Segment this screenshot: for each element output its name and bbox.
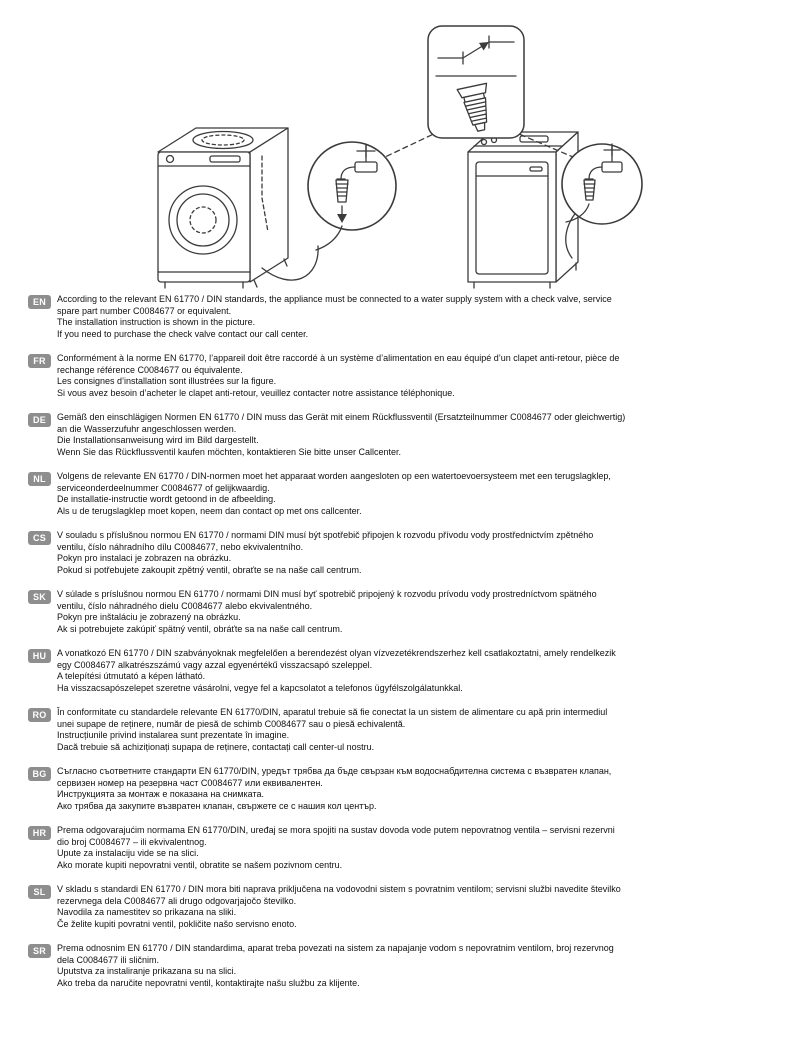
language-section: SR Prema odnosnim EN 61770 / DIN standar… [28, 943, 790, 989]
language-paragraph: Ha visszacsapószelepet szeretne vásároln… [57, 682, 463, 693]
language-paragraph: Инструкцията за монтаж е показана на сни… [57, 789, 264, 799]
language-paragraph: Les consignes d’installation sont illust… [57, 376, 277, 386]
top-load-washer [467, 131, 579, 289]
language-paragraph: an die Wasserzufuhr angeschlossen werden… [57, 423, 237, 434]
language-text: V súlade s príslušnou normou EN 61770 / … [57, 589, 597, 635]
language-section: DE Gemäß den einschlägigen Normen EN 617… [28, 412, 790, 458]
language-paragraph: rezervnega dela C0084677 ali drugo odgov… [57, 895, 297, 906]
language-paragraph: A vonatkozó EN 61770 / DIN szabványoknak… [57, 648, 616, 658]
language-paragraph: Pokyn pro instalaci je zobrazen na obráz… [57, 553, 232, 563]
language-text: A vonatkozó EN 61770 / DIN szabványoknak… [57, 648, 616, 694]
language-text: Gemäß den einschlägigen Normen EN 61770 … [57, 412, 625, 458]
language-badge: FR [28, 353, 51, 368]
language-section: RO În conformitate cu standardele releva… [28, 707, 790, 753]
language-badge: EN [28, 294, 51, 309]
language-paragraph: Съгласно съответните стандарти EN 61770/… [57, 766, 612, 776]
language-paragraph: Instrucțiunile privind instalarea sunt p… [57, 730, 290, 740]
language-paragraph: Si vous avez besoin d’acheter le clapet … [57, 387, 455, 398]
installation-illustration [0, 0, 802, 290]
language-paragraph: egy C0084677 alkatrészszámú vagy azzal e… [57, 659, 373, 670]
language-paragraph: Volgens de relevante EN 61770 / DIN-norm… [57, 471, 611, 481]
language-badge: SR [28, 943, 51, 958]
language-section: EN According to the relevant EN 61770 / … [28, 294, 790, 340]
language-paragraph: ventilu, číslo náhradního dílu C0084677,… [57, 541, 304, 552]
language-badge: RO [28, 707, 51, 722]
language-paragraph: Uputstva za instaliranje prikazana su na… [57, 966, 237, 976]
language-paragraph: According to the relevant EN 61770 / DIN… [57, 294, 612, 304]
language-paragraph: V skladu s standardi EN 61770 / DIN mora… [57, 884, 621, 894]
language-badge: NL [28, 471, 51, 486]
language-paragraph: Ako treba da naručite nepovratni ventil,… [57, 977, 360, 988]
check-valve-symbol [437, 35, 515, 65]
language-section: CS V souladu s příslušnou normou EN 6177… [28, 530, 790, 576]
language-section: HR Prema odgovarajućim normama EN 61770/… [28, 825, 790, 871]
language-paragraph: Wenn Sie das Rückflussventil kaufen möch… [57, 446, 402, 457]
language-section: HU A vonatkozó EN 61770 / DIN szabványok… [28, 648, 790, 694]
language-text: According to the relevant EN 61770 / DIN… [57, 294, 612, 340]
language-paragraph: A telepítési útmutató a képen látható. [57, 671, 206, 681]
language-paragraph: If you need to purchase the check valve … [57, 328, 309, 339]
language-badge: DE [28, 412, 51, 427]
language-paragraph: The installation instruction is shown in… [57, 317, 256, 327]
language-paragraph: Prema odnosnim EN 61770 / DIN standardim… [57, 943, 614, 953]
language-section: NL Volgens de relevante EN 61770 / DIN-n… [28, 471, 790, 517]
check-valve-callout [427, 25, 525, 139]
language-paragraph: Ако трябва да закупите възвратен клапан,… [57, 800, 377, 811]
language-badge: CS [28, 530, 51, 545]
language-paragraph: ventilu, číslo náhradného dielu C0084677… [57, 600, 313, 611]
language-paragraph: Pokyn pre inštaláciu je zobrazený na obr… [57, 612, 241, 622]
language-text: Volgens de relevante EN 61770 / DIN-norm… [57, 471, 611, 517]
language-badge: SK [28, 589, 51, 604]
language-text: În conformitate cu standardele relevante… [57, 707, 607, 753]
language-paragraph: unei supape de reținere, număr de piesă … [57, 718, 406, 729]
left-inlet-hose [261, 245, 319, 281]
language-paragraph: V súlade s príslušnou normou EN 61770 / … [57, 589, 597, 599]
language-badge: BG [28, 766, 51, 781]
language-paragraph: Als u de terugslagklep moet kopen, neem … [57, 505, 362, 516]
language-section: BG Съгласно съответните стандарти EN 617… [28, 766, 790, 812]
callout-leader-lines [384, 130, 574, 158]
language-paragraph: dela C0084677 ili sličnim. [57, 954, 160, 965]
language-text: Prema odnosnim EN 61770 / DIN standardim… [57, 943, 614, 989]
language-paragraph: De installatie-instructie wordt getoond … [57, 494, 276, 504]
tap-detail-left [307, 141, 397, 251]
language-paragraph: spare part number C0084677 or equivalent… [57, 305, 232, 316]
language-text: Съгласно съответните стандарти EN 61770/… [57, 766, 611, 812]
language-text: V souladu s příslušnou normou EN 61770 /… [57, 530, 593, 576]
language-paragraph: În conformitate cu standardele relevante… [57, 707, 608, 717]
language-paragraph: Gemäß den einschlägigen Normen EN 61770 … [57, 412, 626, 422]
language-text: Conformément à la norme EN 61770, l’appa… [57, 353, 619, 399]
language-paragraph: dio broj C0084677 – ili ekvivalentnog. [57, 836, 207, 847]
language-paragraph: serviceonderdeelnummer C0084677 of gelij… [57, 482, 270, 493]
language-paragraph: Pokud si potřebujete zakoupit zpětný ven… [57, 564, 362, 575]
language-badge: HU [28, 648, 51, 663]
language-text: Prema odgovarajućim normama EN 61770/DIN… [57, 825, 615, 871]
language-paragraph: сервизен номер на резервна част C0084677… [57, 777, 323, 788]
check-valve-part [456, 82, 488, 132]
language-paragraph: Ako morate kupiti nepovratni ventil, obr… [57, 859, 343, 870]
front-load-washer [157, 127, 289, 289]
language-paragraph: Navodila za namestitev so prikazana na s… [57, 907, 237, 917]
tap-detail-right [561, 143, 643, 225]
language-badge: SL [28, 884, 51, 899]
language-paragraph: Če želite kupiti povratni ventil, poklič… [57, 918, 297, 929]
language-section: SK V súlade s príslušnou normou EN 61770… [28, 589, 790, 635]
language-paragraph: Dacă trebuie să achiziționați supapa de … [57, 741, 375, 752]
language-paragraph: Ak si potrebujete zakúpiť spätný ventil,… [57, 623, 343, 634]
language-section: FR Conformément à la norme EN 61770, l’a… [28, 353, 790, 399]
language-paragraph: Prema odgovarajućim normama EN 61770/DIN… [57, 825, 615, 835]
language-sections: EN According to the relevant EN 61770 / … [0, 290, 802, 989]
language-paragraph: Die Installationsanweisung wird im Bild … [57, 435, 259, 445]
language-paragraph: Upute za instalaciju vide se na slici. [57, 848, 199, 858]
language-paragraph: Conformément à la norme EN 61770, l’appa… [57, 353, 620, 363]
language-paragraph: V souladu s příslušnou normou EN 61770 /… [57, 530, 594, 540]
installation-illustration-svg [157, 25, 643, 289]
language-badge: HR [28, 825, 51, 840]
language-text: V skladu s standardi EN 61770 / DIN mora… [57, 884, 621, 930]
down-arrow-head [337, 214, 347, 223]
language-section: SL V skladu s standardi EN 61770 / DIN m… [28, 884, 790, 930]
language-paragraph: rechange référence C0084677 ou équivalen… [57, 364, 243, 375]
